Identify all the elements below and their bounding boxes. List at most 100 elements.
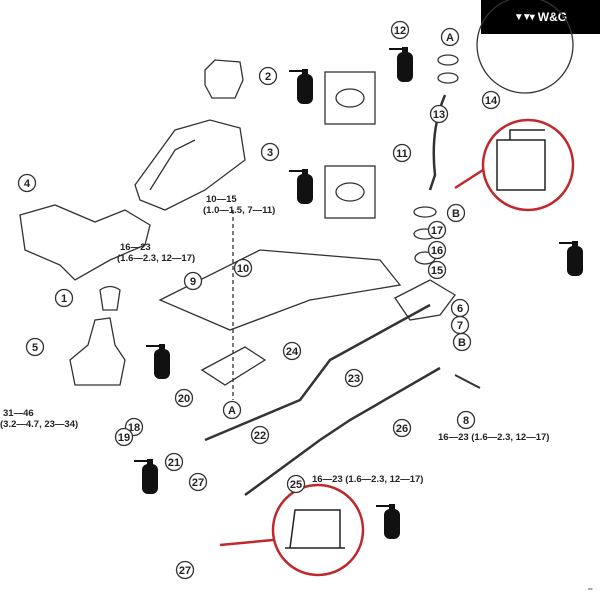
grease-icon xyxy=(288,168,314,205)
callout-24: 24 xyxy=(282,341,302,361)
callout-9: 9 xyxy=(183,271,203,291)
ref-mark-B: B xyxy=(446,203,466,223)
callout-label: 9 xyxy=(190,276,196,288)
torque-spec: 31—46 xyxy=(3,408,34,419)
part-boot xyxy=(69,317,126,386)
callout-25: 25 xyxy=(286,474,306,494)
callout-14: 14 xyxy=(481,90,501,110)
callout-5: 5 xyxy=(25,337,45,357)
callout-27: 27 xyxy=(188,472,208,492)
brand-name: W&G xyxy=(537,10,568,24)
callout-1: 1 xyxy=(54,288,74,308)
callout-label: 14 xyxy=(485,95,498,107)
callout-10: 10 xyxy=(233,258,253,278)
magnifier-group xyxy=(219,0,575,577)
part-mount-plate xyxy=(158,249,402,331)
callout-21: 21 xyxy=(164,452,184,472)
callout-22: 22 xyxy=(250,425,270,445)
callout-label: B xyxy=(458,337,466,349)
callout-label: 24 xyxy=(286,346,299,358)
callout-label: 13 xyxy=(433,109,445,121)
callout-label: 2 xyxy=(265,71,271,83)
callout-20: 20 xyxy=(174,388,194,408)
callout-23: 23 xyxy=(344,368,364,388)
torque-spec-detail: (1.0—1.5, 7—11) xyxy=(203,205,275,216)
callout-label: 12 xyxy=(394,25,406,37)
detail-bushing-right xyxy=(496,129,546,191)
grease-icon xyxy=(288,68,314,105)
callout-16: 16 xyxy=(427,240,447,260)
magnifier-ring-bottom xyxy=(271,483,365,577)
ref-mark-A: A xyxy=(222,400,242,420)
callout-label: 22 xyxy=(254,430,266,442)
callout-label: 6 xyxy=(457,303,463,315)
callout-19: 19 xyxy=(114,427,134,447)
grease-icon xyxy=(145,343,171,380)
callout-label: 7 xyxy=(457,320,463,332)
callout-label: 26 xyxy=(396,423,408,435)
callout-label: 18 xyxy=(128,422,140,434)
callout-label: 1 xyxy=(61,293,67,305)
ref-mark-A: A xyxy=(440,27,460,47)
callout-label: 27 xyxy=(192,477,204,489)
callout-7: 7 xyxy=(450,315,470,335)
torque-spec: 10—15 xyxy=(206,194,237,205)
tiny-watermark: ■■ xyxy=(588,586,593,591)
callout-label: A xyxy=(228,405,236,417)
grease-icon xyxy=(388,46,414,83)
part-shift-lever xyxy=(428,94,447,191)
callout-label: 16 xyxy=(431,245,443,257)
torque-spec: 16—23 xyxy=(120,242,151,253)
callout-layer: 1234567891011121314151617181920212223242… xyxy=(17,20,501,580)
callout-label: 27 xyxy=(179,565,191,577)
part-rod-26 xyxy=(244,366,441,497)
grease-icon xyxy=(133,458,159,495)
brand-logo-icon: ▼▼▾ xyxy=(513,11,535,23)
callout-label: 3 xyxy=(267,147,273,159)
part-knob-cap xyxy=(204,59,244,99)
part-bushing-17 xyxy=(413,206,437,218)
callout-label: 11 xyxy=(396,148,408,160)
torque-spec: 16—23 (1.6—2.3, 12—17) xyxy=(438,432,549,443)
callout-label: 23 xyxy=(348,373,360,385)
callout-13: 13 xyxy=(429,104,449,124)
callout-label: 25 xyxy=(290,479,302,491)
callout-15: 15 xyxy=(427,260,447,280)
callout-6: 6 xyxy=(450,298,470,318)
magnifier-ring-top xyxy=(476,0,574,94)
part-knob xyxy=(99,285,121,311)
callout-17: 17 xyxy=(427,220,447,240)
callout-3: 3 xyxy=(260,142,280,162)
callout-label: 15 xyxy=(431,265,443,277)
callout-12: 12 xyxy=(390,20,410,40)
grease-icon xyxy=(558,240,584,277)
torque-spec-detail: (3.2—4.7, 23—34) xyxy=(0,419,78,430)
part-console-rear xyxy=(19,204,151,281)
part-console xyxy=(134,119,246,211)
grease-icon xyxy=(375,503,401,540)
detail-box-lower xyxy=(324,165,376,219)
detail-box-upper xyxy=(324,71,376,125)
callout-4: 4 xyxy=(17,173,37,193)
part-spring-12 xyxy=(437,54,459,66)
part-ring-14 xyxy=(437,72,459,84)
callout-label: 4 xyxy=(24,178,31,190)
callout-label: B xyxy=(452,208,460,220)
part-bolt xyxy=(454,374,481,389)
callout-label: 8 xyxy=(463,415,469,427)
callout-label: 20 xyxy=(178,393,190,405)
torque-spec-detail: (1.6—2.3, 12—17) xyxy=(117,253,195,264)
line-art xyxy=(19,54,481,497)
torque-spec-layer: 10—15(1.0—1.5, 7—11) 16—23(1.6—2.3, 12—17… xyxy=(0,194,549,485)
callout-label: 19 xyxy=(118,432,130,444)
part-shift-housing xyxy=(394,279,456,321)
callout-11: 11 xyxy=(392,143,412,163)
magnifier-ring-right xyxy=(481,118,575,212)
torque-spec: 16—23 (1.6—2.3, 12—17) xyxy=(312,474,423,485)
callout-label: 21 xyxy=(168,457,180,469)
callout-label: 10 xyxy=(237,263,249,275)
callout-27: 27 xyxy=(175,560,195,580)
callout-26: 26 xyxy=(392,418,412,438)
part-gasket-plate xyxy=(200,346,267,386)
